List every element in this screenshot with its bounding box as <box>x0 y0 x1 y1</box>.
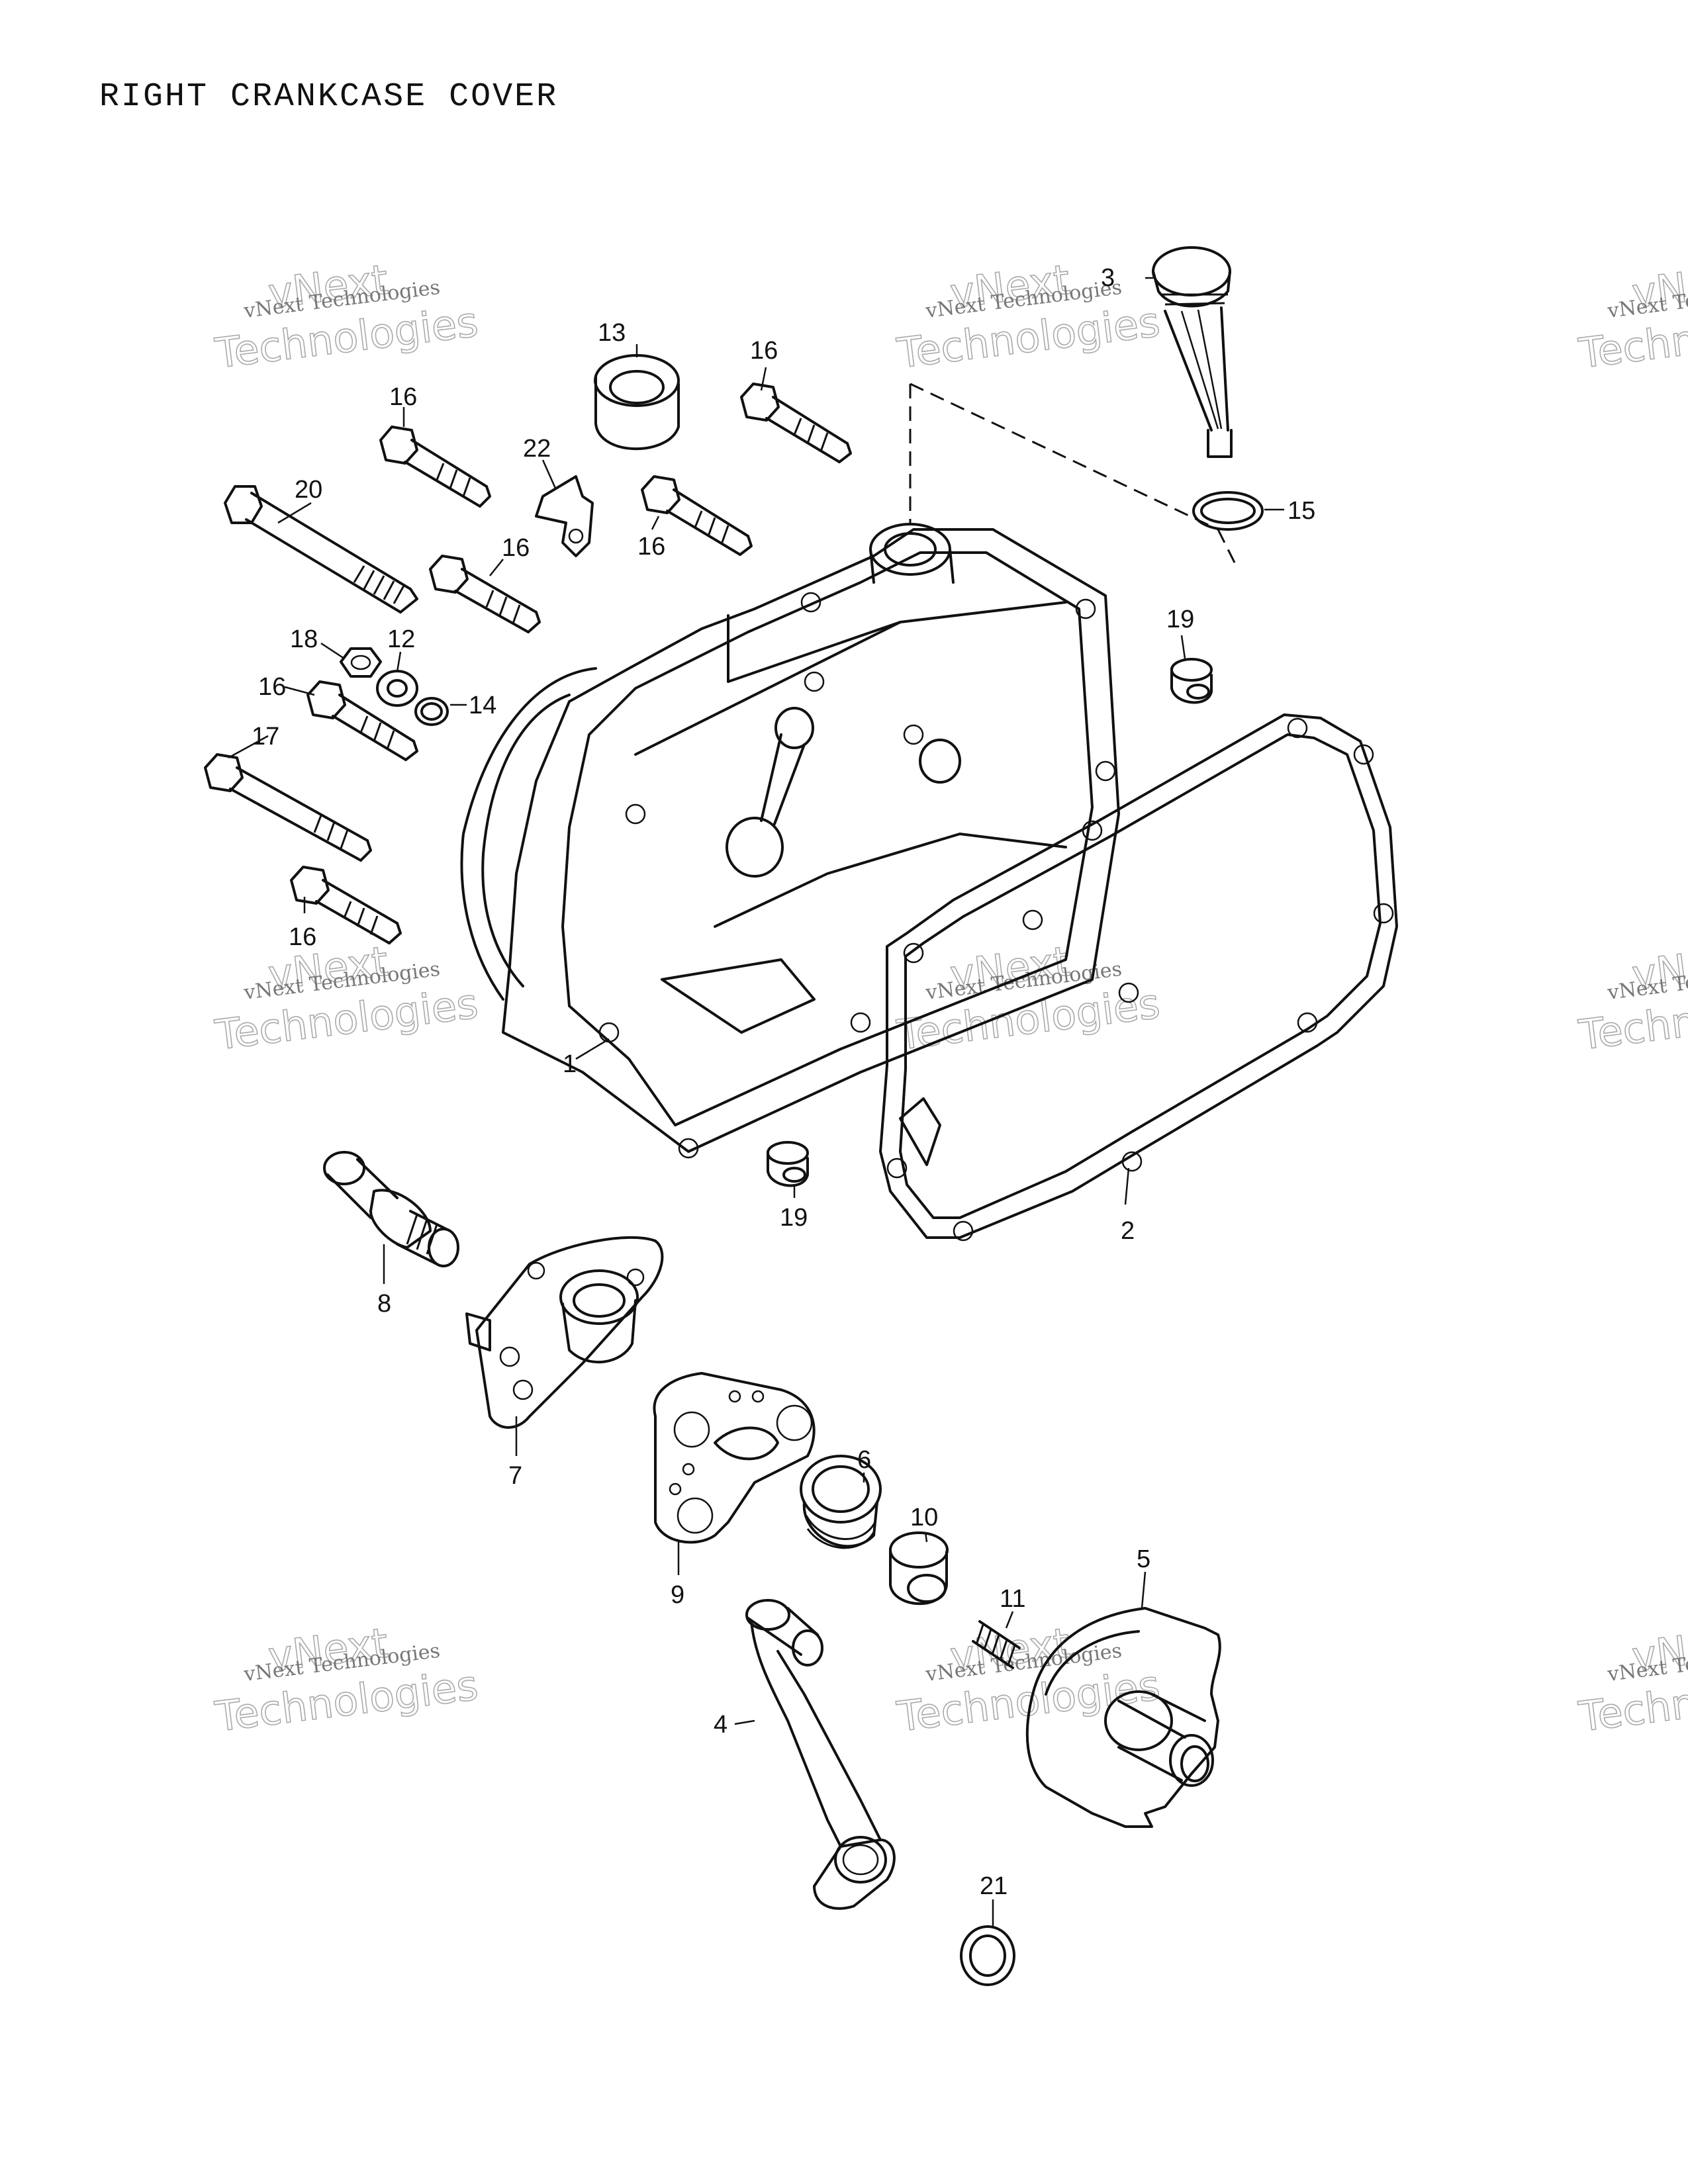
callout-17: 17 <box>252 723 279 751</box>
callout-16: 16 <box>258 673 286 701</box>
callout-16: 16 <box>502 534 530 562</box>
part-9-pump-rotor-plate <box>653 1372 816 1544</box>
callout-14: 14 <box>469 692 496 719</box>
callout-22: 22 <box>523 435 551 463</box>
callout-19: 19 <box>1166 606 1194 633</box>
callout-13: 13 <box>598 319 626 347</box>
watermark-bottom-left: vNext vNext Technologies Technologies <box>212 1618 481 1742</box>
callout-5: 5 <box>1137 1545 1150 1573</box>
part-21-seal-ring <box>960 1925 1015 1986</box>
part-22-bracket <box>535 475 594 557</box>
callout-6: 6 <box>857 1446 871 1474</box>
callout-19: 19 <box>780 1204 808 1232</box>
callout-15: 15 <box>1288 497 1315 525</box>
leader-lines <box>228 277 1284 1927</box>
part-11-spring <box>972 1620 1021 1669</box>
part-13-bushing <box>594 354 680 451</box>
part-8-stud-shaft <box>323 1151 459 1267</box>
callout-16: 16 <box>289 923 316 951</box>
watermark-bottom-center: vNext vNext Technologies Technologies <box>894 1618 1163 1742</box>
part-16-bolt-e <box>306 680 418 761</box>
callout-8: 8 <box>377 1290 391 1318</box>
watermark-mid-center: vNext vNext Technologies Technologies <box>894 936 1163 1060</box>
part-12-washer <box>376 670 418 707</box>
callout-1: 1 <box>563 1050 577 1078</box>
part-10-collar <box>889 1531 949 1606</box>
part-16-bolt-f <box>290 866 402 944</box>
part-4-lever-arm <box>745 1599 896 1910</box>
part-16-bolt-c <box>740 383 852 463</box>
watermark-group: vNext vNext Technologies Technologies vN… <box>212 255 1688 1742</box>
part-5-clutch-housing <box>1025 1607 1221 1828</box>
assembly-dashed-lines <box>909 383 1239 570</box>
watermark-bottom-right: vNext vNext Technologies Technologies <box>1575 1618 1688 1742</box>
callout-16: 16 <box>750 337 778 365</box>
part-14-o-ring <box>414 697 449 726</box>
part-17-long-bolt <box>204 753 372 862</box>
part-20-long-bolt <box>224 485 418 614</box>
part-7-pump-plate <box>465 1236 664 1429</box>
callout-3: 3 <box>1101 264 1115 292</box>
part-2-gasket <box>879 713 1398 1242</box>
callout-18: 18 <box>290 625 318 653</box>
part-18-nut <box>340 647 382 678</box>
part-15-o-ring <box>1192 491 1264 531</box>
part-16-bolt-d <box>641 475 753 556</box>
part-16-bolt-a <box>379 426 491 508</box>
watermark-top-center: vNext vNext Technologies Technologies <box>894 255 1163 379</box>
part-16-bolt-b <box>429 555 541 633</box>
callout-12: 12 <box>387 625 415 653</box>
part-1-crankcase-cover <box>460 523 1120 1159</box>
part-19-dowel-upper <box>1170 658 1213 704</box>
bolts-group <box>204 383 852 944</box>
callout-9: 9 <box>671 1581 684 1609</box>
callout-4: 4 <box>714 1711 727 1739</box>
callout-16: 16 <box>389 383 417 411</box>
watermark-mid-left: vNext vNext Technologies Technologies <box>212 936 481 1060</box>
callout-7: 7 <box>508 1462 522 1490</box>
part-3-oil-filler-cap <box>1152 246 1233 458</box>
callout-labels: 3 15 13 16 16 22 20 16 16 18 12 14 16 17… <box>252 264 1315 1900</box>
callout-16: 16 <box>637 533 665 561</box>
watermark-top-right: vNext vNext Technologies Technologies <box>1575 255 1688 379</box>
part-19-dowel-lower <box>767 1141 809 1187</box>
callout-11: 11 <box>1000 1585 1025 1613</box>
watermark-mid-right: vNext vNext Technologies Technologies <box>1575 936 1688 1060</box>
callout-10: 10 <box>910 1504 938 1531</box>
callout-2: 2 <box>1121 1217 1135 1245</box>
part-6-ring <box>800 1455 882 1549</box>
page-title: RIGHT CRANKCASE COVER <box>99 78 559 116</box>
watermark-top-left: vNext vNext Technologies Technologies <box>212 255 481 379</box>
callout-21: 21 <box>980 1872 1008 1900</box>
callout-20: 20 <box>295 476 322 504</box>
